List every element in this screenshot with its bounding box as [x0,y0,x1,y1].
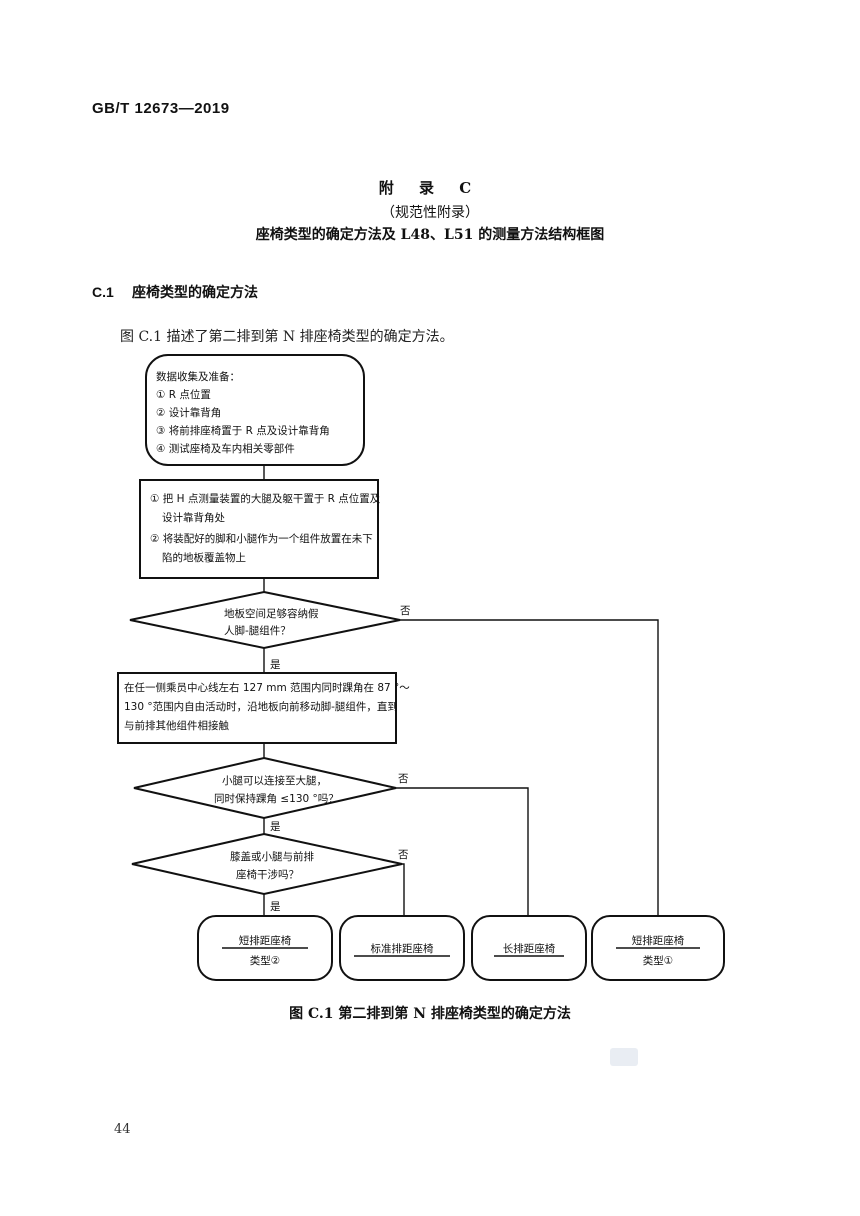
watermark-logo [610,1048,638,1066]
yes-label: 是 [270,821,281,833]
no-label: 否 [398,849,409,861]
h-point-setup-line: 设计靠背角处 [162,511,225,524]
annex-type: （规范性附录） [381,205,479,221]
no-label: 否 [398,773,409,785]
result-type: 类型① [643,954,673,967]
result-label: 标准排距座椅 [371,942,434,955]
data-prep-line: ② 设计靠背角 [156,406,221,419]
yes-label: 是 [270,659,281,671]
result-label: 短排距座椅 [632,934,685,947]
h-point-setup-box [139,479,379,579]
ankle-angle-decision [133,756,397,820]
h-point-setup-line: ② 将装配好的脚和小腿作为一个组件放置在未下 [150,532,373,545]
decision-text: 地板空间足够容纳假 [224,607,319,620]
standard-id: GB/T 12673—2019 [92,100,230,117]
decision-text: 座椅干涉吗？ [236,868,299,881]
figure-caption: 图 C.1 第二排到第 N 排座椅类型的确定方法 [289,1006,571,1022]
move-foot-line: 与前排其他组件相接触 [124,719,229,732]
result-label: 长排距座椅 [503,942,556,955]
h-point-setup-line: 陷的地板覆盖物上 [162,551,246,564]
result-box-long [471,915,587,981]
floor-space-decision [129,590,401,650]
decision-text: 人脚-腿组件？ [224,624,291,637]
section-heading: C.1 座椅类型的确定方法 [92,282,258,302]
data-prep-line: 数据收集及准备： [156,370,240,383]
no-branch-line [402,863,405,916]
move-foot-line: 130 °范围内自由活动时，沿地板向前移动脚-腿组件，直到 [124,700,398,713]
decision-text: 膝盖或小腿与前排 [230,850,314,863]
result-label: 短排距座椅 [239,934,292,947]
annex-subtitle: 座椅类型的确定方法及 L48、L51 的测量方法结构框图 [255,227,605,243]
section-title: 座椅类型的确定方法 [132,285,258,301]
page-number: 44 [114,1122,131,1137]
data-prep-line: ③ 将前排座椅置于 R 点及设计靠背角 [156,424,330,437]
data-prep-line: ① R 点位置 [156,388,211,401]
annex-title: 附 录 C [378,179,482,197]
decision-text: 小腿可以连接至大腿， [222,774,327,787]
no-branch-line [400,619,659,916]
yes-label: 是 [270,901,281,913]
h-point-setup-line: ① 把 H 点测量装置的大腿及躯干置于 R 点位置及 [150,492,381,505]
data-prep-box [145,354,365,466]
intro-paragraph: 图 C.1 描述了第二排到第 N 排座椅类型的确定方法。 [120,329,454,345]
data-prep-line: ④ 测试座椅及车内相关零部件 [156,442,295,455]
result-box-standard [339,915,465,981]
move-foot-box [117,672,397,744]
no-branch-line [396,787,529,916]
section-number: C.1 [92,284,114,300]
decision-text: 同时保持踝角 ≤130 °吗？ [214,792,339,805]
result-type: 类型② [250,954,280,967]
knee-interference-decision [131,832,403,896]
move-foot-line: 在任一侧乘员中心线左右 127 mm 范围内同时踝角在 87 °～ [124,681,410,694]
no-label: 否 [400,605,411,617]
